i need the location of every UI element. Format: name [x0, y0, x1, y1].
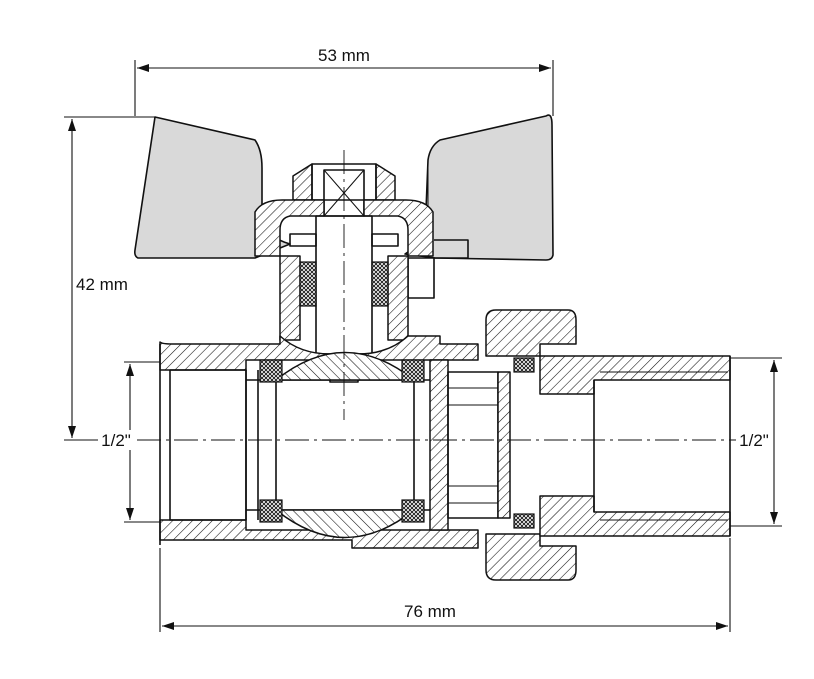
- union-nut: [485, 309, 577, 581]
- seat-right-bottom: [401, 499, 425, 523]
- seat-left-bottom: [259, 499, 283, 523]
- union-insert: [429, 359, 511, 531]
- seat-right-top: [401, 359, 425, 383]
- dimension-thread-left: 1/2": [98, 361, 160, 523]
- butterfly-handle: [134, 114, 554, 261]
- male-end-fitting: [539, 355, 731, 537]
- seat-left-top: [259, 359, 283, 383]
- dimension-thread-right: 1/2": [730, 357, 782, 527]
- dimension-label-thread-left: 1/2": [101, 431, 131, 450]
- dimension-label-53mm: 53 mm: [318, 46, 370, 65]
- dimension-width-top: 53 mm: [134, 46, 554, 116]
- dimension-height-left: 42 mm: [64, 116, 155, 441]
- dimension-length-bottom: 76 mm: [159, 538, 731, 632]
- dimension-label-thread-right: 1/2": [739, 431, 769, 450]
- dimension-label-76mm: 76 mm: [404, 602, 456, 621]
- centerlines: [100, 150, 760, 441]
- dimension-label-42mm: 42 mm: [76, 275, 128, 294]
- ball: [259, 351, 425, 539]
